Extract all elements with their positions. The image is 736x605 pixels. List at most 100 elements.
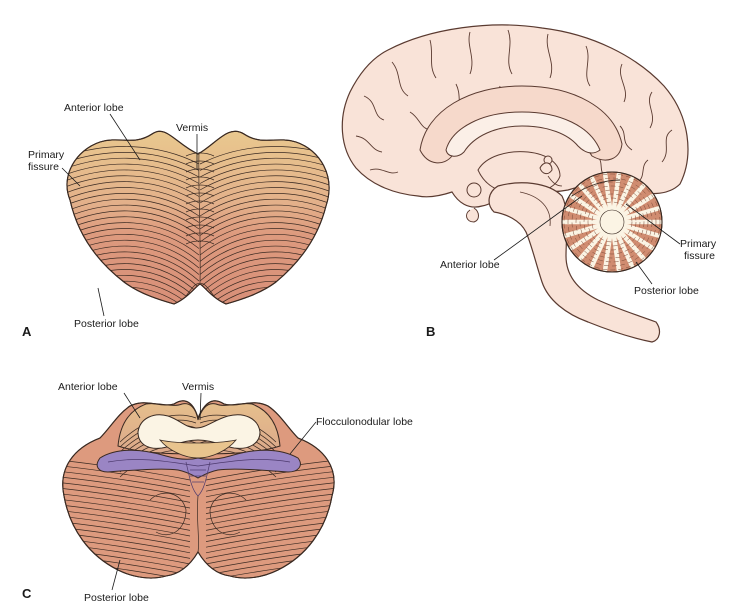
panel-a-folium-right <box>199 175 330 197</box>
panel-a-vermis-folium <box>185 168 215 173</box>
panel-b-folium-ring <box>563 173 661 271</box>
panel-c-flocculonodular-lobe-leader <box>289 421 317 455</box>
panel-b-white-matter-branch <box>618 225 655 251</box>
panel-b-white-matter-branch <box>618 193 655 219</box>
panel-b-white-matter-branch <box>569 225 606 251</box>
panel-b-white-matter-branch <box>616 183 646 217</box>
panel-a-letter: A <box>22 324 32 339</box>
panel-a-folium-right <box>199 198 330 223</box>
panel-a-vermis-folium <box>185 200 215 205</box>
panel-c-folium-right <box>205 493 335 514</box>
panel-c-folium-left <box>62 498 191 520</box>
panel-a-posterior-lobe-leader <box>97 287 105 317</box>
panel-a-folium-left <box>66 198 200 223</box>
panel-c-flocculonodular-lobe-label: Flocculonodular lobe <box>316 416 413 428</box>
panel-a-folium-right <box>199 169 330 191</box>
panel-a-primary-fissure-leader <box>61 167 81 187</box>
panel-c-folium-left <box>62 470 191 492</box>
panel-a-vermis-folium <box>185 208 215 213</box>
panel-a-folium-right <box>199 181 330 204</box>
panel-b-folium-ring <box>571 181 653 263</box>
panel-c-folium-right <box>205 487 335 509</box>
panel-a-folium-left <box>66 163 200 184</box>
panel-b-white-matter-branch <box>613 176 635 216</box>
panel-b-brain-sagittal-section <box>341 24 689 343</box>
panel-b-white-matter-branch <box>602 172 613 215</box>
panel-a-folium-left <box>66 204 200 230</box>
panel-b-primary-fissure-line <box>571 179 621 197</box>
panel-c-anterior-lobe-label: Anterior lobe <box>58 381 118 393</box>
panel-c-folium-right <box>205 515 335 537</box>
panel-a-folium-left <box>66 181 200 204</box>
panel-c-folium-left <box>62 493 191 514</box>
panel-a-cerebellum-superior-view <box>66 130 330 305</box>
panel-b-arbor-vitae-core <box>599 209 625 235</box>
panel-b-folium-ring <box>591 201 633 243</box>
panel-c-cerebellum-anterior-view <box>62 400 335 579</box>
panel-c-folium-left <box>62 487 191 509</box>
panel-b-posterior-lobe-leader <box>635 261 653 285</box>
panel-a-folium-right <box>199 187 330 210</box>
panel-b-folium-ring <box>575 185 649 259</box>
panel-b-primary-fissure-label-line2: fissure <box>684 250 715 262</box>
panel-c-anterior-lobe-leader <box>123 392 141 419</box>
panel-b-folium-ring <box>583 193 641 251</box>
panel-a-vermis-folium <box>185 160 215 165</box>
panel-b-pituitary <box>466 207 479 223</box>
panel-c-folium-right <box>205 510 335 531</box>
panel-a-primary-fissure-label-line1: Primary <box>28 149 65 161</box>
panel-b-white-matter-branch <box>563 206 605 222</box>
panel-a-folium-left <box>66 193 200 217</box>
panel-c-flocculonodular-lobe <box>96 449 301 479</box>
panel-c-vermis-label: Vermis <box>182 381 214 393</box>
panel-a-folium-right <box>199 193 330 217</box>
panel-b-cerebellar-folia <box>562 172 662 272</box>
panel-c-letter: C <box>22 586 32 601</box>
panel-c-posterior-lobe-leader <box>111 559 121 591</box>
panel-b-folium-ring <box>587 197 637 247</box>
panel-c-vermis-leader <box>199 392 202 421</box>
panel-b-white-matter-branch <box>611 172 622 215</box>
panel-a-folium-right <box>199 163 330 184</box>
panel-a-vermis-folium <box>185 192 215 197</box>
panel-c-folium-left <box>62 504 191 526</box>
panel-b-white-matter-branch <box>616 227 646 261</box>
panel-b-white-matter-branch <box>578 183 608 217</box>
panel-c-folium-right <box>205 498 335 520</box>
panel-c-folium-left <box>62 476 191 498</box>
panel-c-folium-right <box>205 482 335 503</box>
panel-a-anterior-lobe-leader <box>109 113 141 161</box>
panel-b-white-matter-branch <box>589 228 611 268</box>
panel-a-vermis-folium <box>185 216 215 221</box>
panel-c-folium-right <box>205 504 335 526</box>
panel-b-primary-fissure-leader <box>625 203 681 245</box>
panel-a-anterior-lobe-label: Anterior lobe <box>64 102 124 114</box>
panel-c-posterior-lobe-label: Posterior lobe <box>84 592 149 604</box>
panel-a-vermis-folium <box>185 176 215 181</box>
panel-b-anterior-lobe-leader <box>493 195 583 261</box>
panel-a-posterior-notch <box>185 283 215 297</box>
panel-b-primary-fissure-label-line1: Primary <box>680 238 717 250</box>
panel-b-white-matter-branch <box>578 227 608 261</box>
panel-c-folium-right <box>205 476 335 498</box>
panel-a-vermis-label: Vermis <box>176 122 208 134</box>
panel-a-folium-left <box>66 152 200 171</box>
panel-a-posterior-lobe-label: Posterior lobe <box>74 318 139 330</box>
panel-a-primary-fissure-label-line2: fissure <box>28 161 59 173</box>
panel-c-folium-left <box>62 482 191 503</box>
panel-c-folium-left <box>62 515 191 537</box>
panel-b-letter: B <box>426 324 435 339</box>
panel-b-corpus-callosum <box>445 111 601 157</box>
panel-b-posterior-lobe-label: Posterior lobe <box>634 285 699 297</box>
panel-a-vermis-midline <box>198 151 201 285</box>
panel-a-folium-left <box>66 157 200 178</box>
panel-b-white-matter-branch <box>611 229 622 272</box>
panel-b-folium-ring <box>579 189 645 255</box>
panel-c-folium-right <box>205 470 335 492</box>
panel-a-folium-right <box>199 204 330 230</box>
panel-a-vermis-folium <box>185 184 215 189</box>
panel-b-folium-ring <box>567 177 657 267</box>
panel-b-white-matter-branch <box>563 222 605 238</box>
panel-b-white-matter-branch <box>613 228 635 268</box>
